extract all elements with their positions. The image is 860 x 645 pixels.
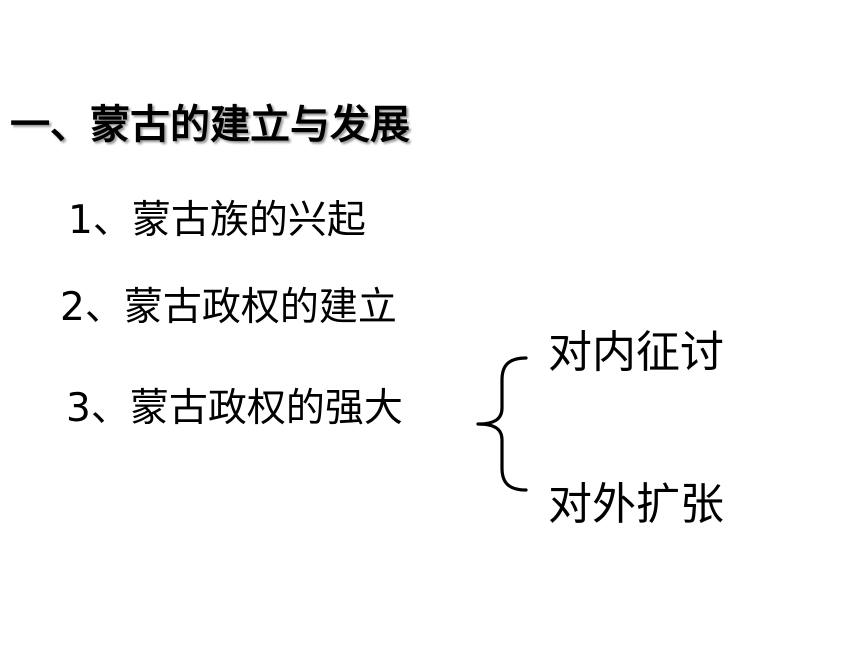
slide-title: 一、蒙古的建立与发展	[10, 102, 410, 148]
branch-external-expansion: 对外扩张	[548, 479, 724, 530]
branch-internal-campaigns: 对内征讨	[548, 327, 724, 378]
list-item-1: 1、蒙古族的兴起	[68, 198, 366, 243]
curly-brace-icon	[476, 356, 528, 492]
list-item-2: 2、蒙古政权的建立	[60, 285, 397, 330]
list-item-3: 3、蒙古政权的强大	[66, 386, 403, 431]
